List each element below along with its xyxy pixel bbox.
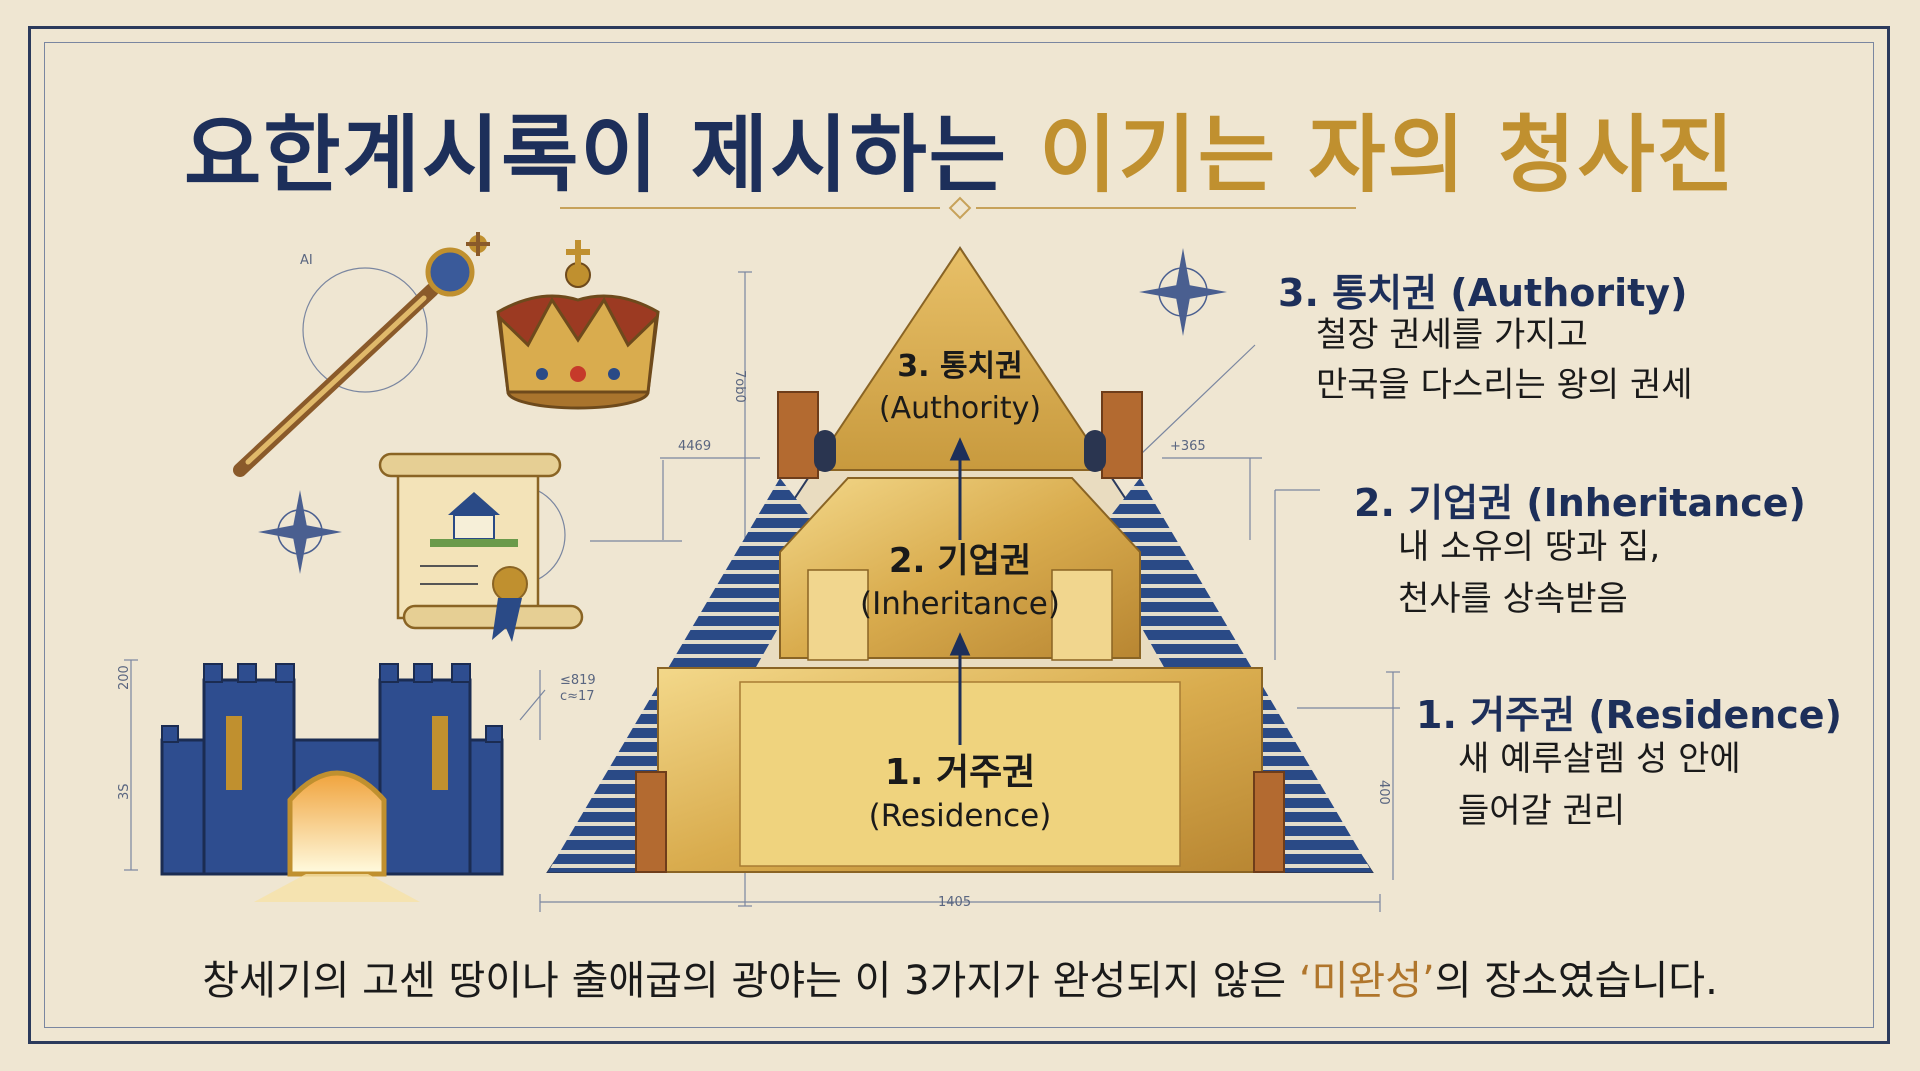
label-authority-desc-2: 만국을 다스리는 왕의 권세 xyxy=(1316,365,1693,405)
dim-gate-height: 200 xyxy=(117,665,132,690)
level-2-block xyxy=(779,477,1141,659)
label-authority-title: 3. 통치권 (Authority) xyxy=(1278,271,1688,315)
label-residence-desc-1: 새 예루살렘 성 안에 xyxy=(1458,739,1741,779)
inner-frame xyxy=(44,42,1874,1028)
progression-arrows xyxy=(949,437,971,745)
corner-mark: AI xyxy=(300,253,313,268)
pyramid-level-1-name: 1. 거주권 xyxy=(885,752,1036,793)
dim-mid-right: +365 xyxy=(1170,439,1206,454)
deed-scroll-icon xyxy=(378,452,584,642)
pyramid-level-2-en: (Inheritance) xyxy=(860,586,1060,622)
dim-gate-note1: ≤819 xyxy=(560,673,596,688)
title-divider-left xyxy=(560,207,940,209)
label-inheritance-desc-1: 내 소유의 땅과 집, xyxy=(1398,527,1661,567)
title-part-navy: 요한계시록이 제시하는 xyxy=(183,106,1040,204)
dim-mid-left: 4469 xyxy=(678,439,711,454)
outer-frame xyxy=(28,26,1890,1044)
castle-gate-icon xyxy=(160,663,504,902)
title-part-gold: 이기는 자의 청사진 xyxy=(1039,106,1737,204)
bottom-caption-part1: 창세기의 고센 땅이나 출애굽의 광야는 이 3가지가 완성되지 않은 xyxy=(202,958,1299,1004)
compass-rose-icon xyxy=(1139,248,1227,336)
label-inheritance-title: 2. 기업권 (Inheritance) xyxy=(1354,481,1806,525)
dim-gate-side: 3S xyxy=(117,783,132,800)
bottom-caption-highlight: ‘미완성’ xyxy=(1298,958,1435,1004)
pyramid-level-1-en: (Residence) xyxy=(869,798,1052,834)
page-title: 요한계시록이 제시하는 이기는 자의 청사진 xyxy=(0,88,1920,209)
pyramid-level-3-en: (Authority) xyxy=(879,391,1041,426)
compass-rose-icon xyxy=(258,490,342,574)
pyramid-level-2-name: 2. 기업권 xyxy=(889,541,1031,581)
dim-height-top: 7ob0 xyxy=(732,370,747,403)
bottom-caption: 창세기의 고센 땅이나 출애굽의 광야는 이 3가지가 완성되지 않은 ‘미완성… xyxy=(0,948,1920,1006)
dim-bottom-width: 1405 xyxy=(938,895,971,910)
pyramid xyxy=(546,246,1374,873)
label-inheritance-desc-2: 천사를 상속받음 xyxy=(1398,579,1628,619)
label-authority-desc-1: 철장 권세를 가지고 xyxy=(1316,315,1588,355)
dim-height-right: 400 xyxy=(1376,780,1391,805)
bottom-caption-part2: 의 장소였습니다. xyxy=(1434,958,1718,1004)
pyramid-level-3-name: 3. 통치권 xyxy=(897,349,1023,384)
dim-gate-note2: c≈17 xyxy=(560,689,595,704)
label-residence-title: 1. 거주권 (Residence) xyxy=(1416,693,1842,737)
scepter-icon xyxy=(233,232,490,477)
crown-icon xyxy=(496,240,660,410)
title-divider-right xyxy=(976,207,1356,209)
label-residence-desc-2: 들어갈 권리 xyxy=(1458,791,1626,831)
